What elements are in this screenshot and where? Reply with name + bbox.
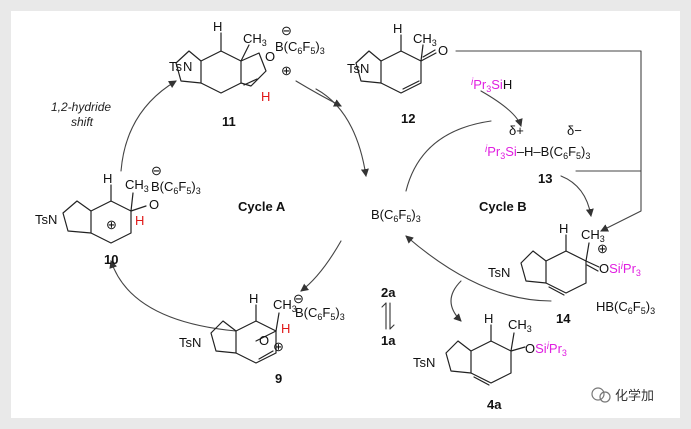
cycle-a-arrows (109, 80, 369, 332)
svg-text:iPr3Si–H–B(C6F5)3: iPr3Si–H–B(C6F5)3 (485, 144, 590, 161)
svg-text:H: H (281, 321, 290, 336)
svg-text:TsN: TsN (413, 355, 435, 370)
compound-13: δ+ δ− iPr3Si–H–B(C6F5)3 13 (485, 123, 590, 186)
equilibrium-top-label: 2a (381, 285, 396, 300)
cycle-b-label: Cycle B (479, 199, 527, 214)
mechanism-diagram: Ts N H CH3 O B(C6F5)3 ⊖ ⊕ H 11 TsN H CH3… (35, 19, 655, 412)
ts-n-label: Ts (169, 59, 183, 74)
watermark: 化学加 (591, 387, 654, 404)
svg-text:CH3: CH3 (508, 317, 532, 334)
equilibrium-arrows (381, 302, 395, 330)
svg-text:OSiiPr3: OSiiPr3 (525, 341, 567, 358)
svg-text:O: O (265, 49, 275, 64)
svg-text:CH3: CH3 (125, 177, 149, 194)
svg-text:H: H (213, 19, 222, 34)
compound-9-structure (210, 304, 280, 364)
compound-10-id: 10 (104, 252, 118, 267)
compound-10-labels: TsN H CH3 O ⊖ B(C6F5)3 H ⊕ 10 (35, 163, 201, 267)
svg-text:N: N (183, 59, 192, 74)
borane-label: B(C6F5)3 (275, 39, 325, 56)
svg-text:TsN: TsN (488, 265, 510, 280)
svg-text:HB(C6F5)3: HB(C6F5)3 (596, 299, 655, 316)
svg-text:O: O (149, 197, 159, 212)
svg-text:H: H (103, 171, 112, 186)
svg-text:TsN: TsN (35, 212, 57, 227)
svg-text:⊕: ⊕ (281, 63, 292, 78)
compound-14-structure (520, 234, 600, 296)
svg-text:O: O (259, 333, 269, 348)
compound-11-labels: Ts N H CH3 O B(C6F5)3 ⊖ ⊕ H 11 (169, 19, 325, 129)
wechat-icon (591, 387, 605, 401)
svg-text:OSiiPr3: OSiiPr3 (599, 261, 641, 278)
compound-13-id: 13 (538, 171, 552, 186)
hydride-h: H (261, 89, 270, 104)
svg-text:⊖: ⊖ (293, 291, 304, 306)
compound-4a-structure (445, 324, 526, 386)
watermark-text: 化学加 (615, 388, 654, 404)
svg-text:TsN: TsN (347, 61, 369, 76)
svg-text:CH3: CH3 (413, 31, 437, 48)
svg-text:⊖: ⊖ (151, 163, 162, 178)
compound-12-structure (355, 34, 437, 94)
svg-text:H: H (559, 221, 568, 236)
svg-text:B(C6F5)3: B(C6F5)3 (295, 305, 345, 322)
svg-text:H: H (393, 21, 402, 36)
svg-text:TsN: TsN (179, 335, 201, 350)
step-label-line2: shift (71, 115, 94, 129)
compound-10-structure (62, 184, 147, 244)
compound-9-labels: TsN H CH3 O ⊕ ⊖ B(C6F5)3 H 9 (179, 291, 345, 386)
svg-text:CH3: CH3 (581, 227, 605, 244)
equilibrium-bottom-label: 1a (381, 333, 396, 348)
svg-text:O: O (438, 43, 448, 58)
silane-reagent: iPr3SiH (471, 77, 512, 94)
compound-14-labels: TsN H CH3 ⊕ OSiiPr3 HB(C6F5)3 14 (488, 221, 655, 326)
step-label-line1: 1,2-hydride (51, 100, 111, 114)
compound-4a-id: 4a (487, 397, 502, 412)
compound-9-id: 9 (275, 371, 282, 386)
compound-4a-labels: TsN H CH3 OSiiPr3 4a (413, 311, 567, 412)
svg-text:⊖: ⊖ (281, 23, 292, 38)
cycle-b-arrows (405, 50, 642, 322)
diagram-canvas: Ts N H CH3 O B(C6F5)3 ⊖ ⊕ H 11 TsN H CH3… (11, 11, 680, 418)
svg-text:δ−: δ− (567, 123, 582, 138)
compound-11-id: 11 (222, 114, 236, 129)
compound-14-id: 14 (556, 311, 571, 326)
svg-text:H: H (484, 311, 493, 326)
compound-12-id: 12 (401, 111, 415, 126)
svg-text:δ+: δ+ (509, 123, 524, 138)
svg-text:B(C6F5)3: B(C6F5)3 (151, 179, 201, 196)
svg-text:H: H (135, 213, 144, 228)
svg-text:⊕: ⊕ (273, 339, 284, 354)
svg-text:⊕: ⊕ (597, 241, 608, 256)
svg-text:CH3: CH3 (243, 31, 267, 48)
compound-11-structure (175, 32, 267, 94)
compound-12-labels: TsN H CH3 O 12 (347, 21, 448, 126)
cycle-a-label: Cycle A (238, 199, 286, 214)
svg-text:⊕: ⊕ (106, 217, 117, 232)
catalyst-label: B(C6F5)3 (371, 207, 421, 224)
svg-text:CH3: CH3 (273, 297, 297, 314)
svg-text:H: H (249, 291, 258, 306)
